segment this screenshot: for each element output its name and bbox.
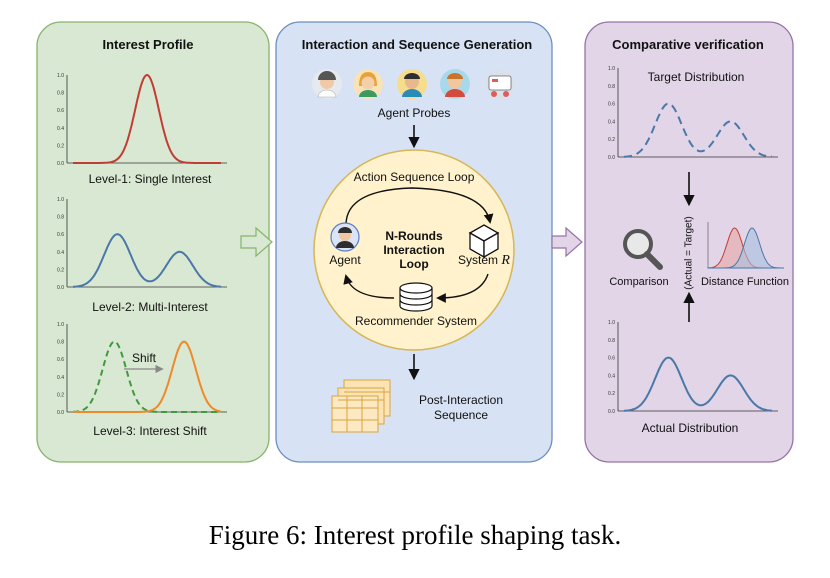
distance-function-chart bbox=[707, 222, 784, 269]
level-2-label: Level-2: Multi-Interest bbox=[92, 300, 208, 314]
y-tick-label: 0.2 bbox=[57, 143, 64, 149]
y-tick-label: 0.6 bbox=[57, 232, 64, 238]
left-panel-title: Interest Profile bbox=[102, 37, 194, 52]
comparison-label: Comparison bbox=[609, 276, 669, 288]
y-tick-label: 0.8 bbox=[608, 84, 615, 90]
loop-center-line-2: Interaction bbox=[383, 243, 445, 257]
y-tick-label: 0.0 bbox=[608, 155, 615, 161]
agent-avatar-icon bbox=[312, 69, 342, 99]
distance-blue-curve bbox=[708, 227, 784, 269]
level-1-plot: 0.0 0.2 0.4 0.6 0.8 1.0 bbox=[57, 73, 227, 167]
arrow-middle-to-right bbox=[551, 226, 583, 258]
equation-label: (Actual = Target) bbox=[683, 216, 695, 290]
loop-center-line-1: N-Rounds bbox=[385, 229, 443, 243]
y-tick-label: 0.2 bbox=[57, 392, 64, 398]
y-tick-label: 0.0 bbox=[608, 409, 615, 415]
level-3-label: Level-3: Interest Shift bbox=[93, 424, 207, 438]
level-3-plot: 0.0 0.2 0.4 0.6 0.8 1.0 bbox=[57, 322, 227, 416]
y-tick-label: 0.4 bbox=[57, 126, 64, 132]
multi-interest-curve bbox=[72, 233, 222, 288]
y-tick-label: 0.0 bbox=[57, 161, 64, 167]
actual-distribution-label: Actual Distribution bbox=[641, 421, 739, 435]
y-tick-label: 0.6 bbox=[57, 357, 64, 363]
right-panel-title: Comparative verification bbox=[612, 37, 764, 52]
agent-avatar-icon bbox=[353, 69, 383, 99]
agent-probes bbox=[312, 69, 515, 99]
diagram-canvas: 0.00.20.40.60.81.00.00.20.40.60.81.00.00… bbox=[36, 21, 794, 463]
actual-distribution-plot: 0.0 0.2 0.4 0.6 0.8 1.0 bbox=[608, 320, 778, 415]
level-2-plot: 0.0 0.2 0.4 0.6 0.8 1.0 bbox=[57, 197, 227, 291]
post-label-line-1: Post-Interaction bbox=[418, 393, 504, 407]
agent-avatar-icon bbox=[440, 69, 470, 99]
grid-stack-icon bbox=[331, 379, 391, 433]
y-tick-label: 0.4 bbox=[57, 250, 64, 256]
shifted-interest-curve bbox=[73, 340, 222, 413]
figure-caption: Figure 6: Interest profile shaping task. bbox=[208, 520, 622, 550]
y-tick-label: 0.4 bbox=[608, 119, 615, 125]
y-tick-label: 1.0 bbox=[608, 66, 615, 72]
loop-title: Action Sequence Loop bbox=[353, 170, 475, 184]
original-interest-curve bbox=[73, 340, 221, 413]
action-loop-circle bbox=[313, 149, 515, 351]
y-tick-label: 0.4 bbox=[57, 375, 64, 381]
level-1-label: Level-1: Single Interest bbox=[88, 172, 212, 186]
agent-label: Agent bbox=[329, 253, 361, 267]
y-tick-label: 0.0 bbox=[57, 410, 64, 416]
y-tick-label: 0.8 bbox=[57, 91, 64, 97]
target-distribution-label: Target Distribution bbox=[647, 70, 745, 84]
y-tick-label: 0.8 bbox=[57, 215, 64, 221]
y-tick-label: 1.0 bbox=[57, 73, 64, 79]
loop-arrow-top bbox=[345, 187, 494, 226]
agent-avatar-icon bbox=[397, 69, 427, 99]
y-tick-label: 0.6 bbox=[57, 108, 64, 114]
middle-panel-title: Interaction and Sequence Generation bbox=[301, 37, 533, 52]
recommender-label: Recommender System bbox=[354, 314, 478, 328]
y-tick-label: 0.8 bbox=[57, 340, 64, 346]
y-tick-label: 1.0 bbox=[57, 197, 64, 203]
actual-distribution-curve bbox=[623, 356, 773, 412]
y-tick-label: 1.0 bbox=[608, 320, 615, 326]
target-distribution-plot: 0.0 0.2 0.4 0.6 0.8 1.0 bbox=[608, 66, 778, 161]
arrow-left-to-middle bbox=[240, 226, 273, 258]
y-tick-label: 0.2 bbox=[57, 267, 64, 273]
agent-probes-label: Agent Probes bbox=[377, 106, 451, 120]
distance-function-label: Distance Function bbox=[700, 276, 790, 288]
y-tick-label: 0.0 bbox=[57, 285, 64, 291]
target-distribution-curve bbox=[623, 102, 773, 158]
y-tick-label: 0.2 bbox=[608, 391, 615, 397]
right-panel bbox=[584, 21, 794, 463]
y-tick-label: 0.6 bbox=[608, 356, 615, 362]
database-icon bbox=[399, 282, 433, 312]
loop-arrow-bottom-right bbox=[436, 273, 489, 303]
loop-arrow-bottom-left bbox=[343, 274, 395, 299]
post-label-line-2: Sequence bbox=[433, 408, 489, 422]
y-tick-label: 0.2 bbox=[608, 137, 615, 143]
magnifier-icon bbox=[623, 229, 663, 270]
y-tick-label: 1.0 bbox=[57, 322, 64, 328]
agent-icon bbox=[330, 222, 360, 252]
shift-annotation: Shift bbox=[131, 351, 157, 365]
y-tick-label: 0.4 bbox=[608, 373, 615, 379]
agent-avatar-icon bbox=[485, 69, 515, 99]
y-tick-label: 0.8 bbox=[608, 338, 615, 344]
y-tick-label: 0.6 bbox=[608, 102, 615, 108]
system-label: System R bbox=[458, 253, 510, 268]
single-interest-curve bbox=[73, 73, 221, 164]
cube-icon bbox=[468, 224, 500, 259]
loop-center-line-3: Loop bbox=[399, 257, 429, 271]
